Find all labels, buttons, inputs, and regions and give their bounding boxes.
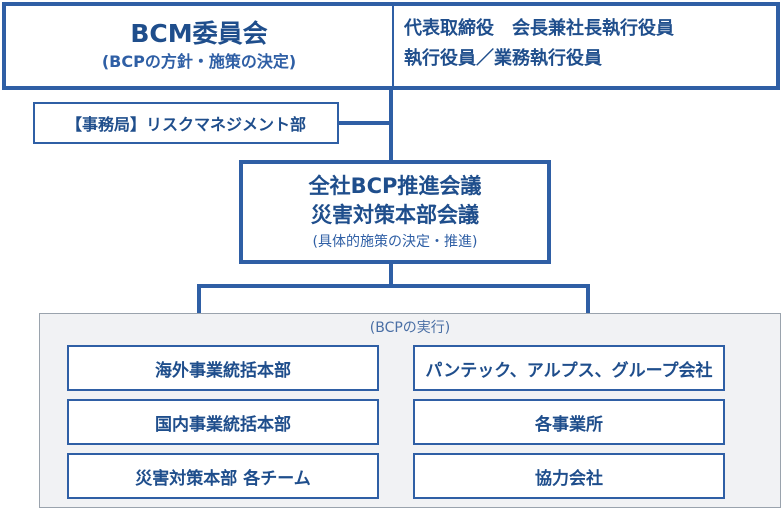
execution-unit-left: 国内事業統括本部 (67, 399, 379, 445)
bcm-committee-heading: BCM委員会 (BCPの方針・施策の決定) (6, 6, 392, 86)
secretariat-label: 【事務局】リスクマネジメント部 (65, 115, 306, 134)
bcm-committee-subtitle: (BCPの方針・施策の決定) (101, 52, 297, 71)
connector-branch-left (197, 284, 201, 313)
execution-panel: (BCPの実行) 海外事業統括本部 国内事業統括本部 災害対策本部 各チーム パ… (39, 313, 781, 508)
council-title-line: 全社BCP推進会議 (308, 174, 482, 198)
bcm-committee-members: 代表取締役 会長兼社長執行役員 執行役員／業務執行役員 (404, 14, 774, 74)
secretariat-box: 【事務局】リスクマネジメント部 (33, 102, 339, 144)
connector-branch-horizontal (197, 284, 590, 288)
connector-branch-right (586, 284, 590, 313)
execution-unit-right: 協力会社 (413, 453, 725, 499)
connector-council-down (389, 264, 393, 286)
bcm-committee-title: BCM委員会 (130, 19, 268, 48)
member-line: 代表取締役 会長兼社長執行役員 (404, 18, 674, 39)
member-line: 執行役員／業務執行役員 (404, 48, 602, 69)
bcm-committee-divider (392, 6, 394, 86)
bcp-council-box: 全社BCP推進会議 災害対策本部会議 (具体的施策の決定・推進) (239, 160, 551, 264)
execution-label: (BCPの実行) (369, 320, 451, 336)
council-subtitle: (具体的施策の決定・推進) (312, 234, 478, 250)
council-title-line: 災害対策本部会議 (311, 203, 479, 227)
execution-unit-right: 各事業所 (413, 399, 725, 445)
bcm-committee-box: BCM委員会 (BCPの方針・施策の決定) 代表取締役 会長兼社長執行役員 執行… (2, 2, 780, 90)
execution-unit-left: 海外事業統括本部 (67, 345, 379, 391)
connector-committee-to-council (389, 90, 393, 160)
execution-unit-right: パンテック、アルプス、グループ会社 (413, 345, 725, 391)
connector-secretariat (339, 121, 391, 125)
execution-unit-left: 災害対策本部 各チーム (67, 453, 379, 499)
